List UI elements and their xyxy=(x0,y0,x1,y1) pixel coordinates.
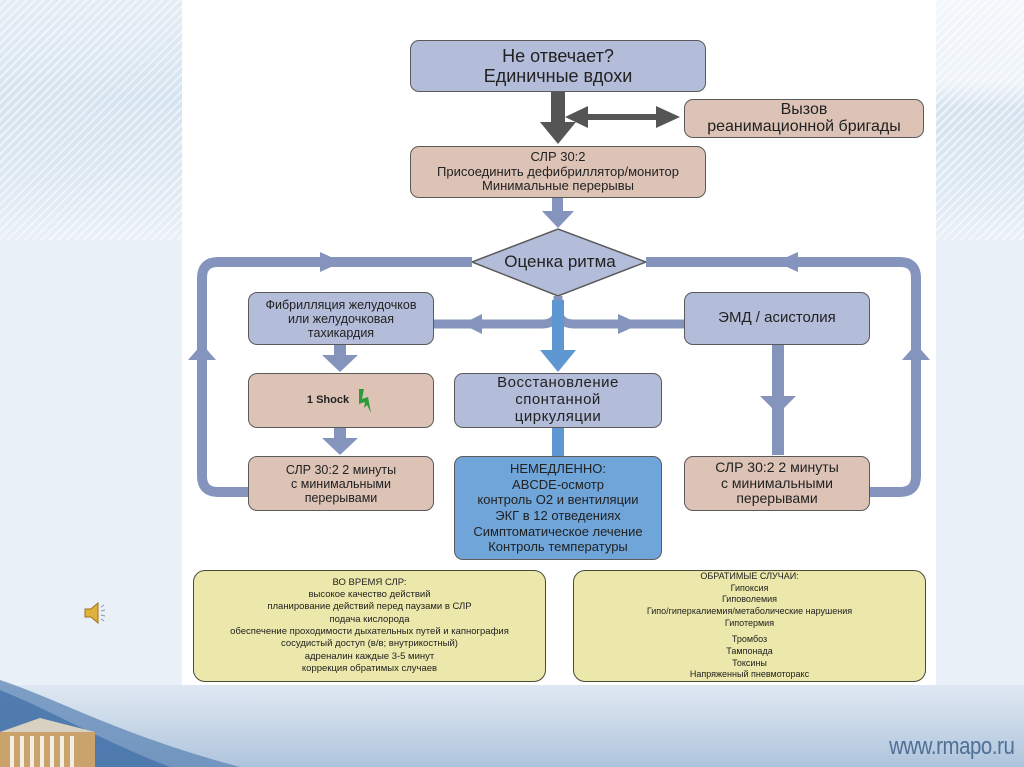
box-unresponsive-line: Единичные вдохи xyxy=(483,66,633,86)
during-cpr-item: коррекция обратимых случаев xyxy=(301,663,438,675)
reversible-cause-item: Тампонада xyxy=(726,645,773,656)
box-cpr-line: Присоединить дефибриллятор/монитор xyxy=(437,163,679,179)
box-immediately: НЕМЕДЛЕННО: ABCDE-осмотр контроль О2 и в… xyxy=(454,456,662,560)
reversible-cause-item: Тромбоз xyxy=(731,634,768,645)
box-pea-line: ЭМД / асистолия xyxy=(718,309,836,327)
during-cpr-item: подача кислорода xyxy=(329,613,410,625)
box-vf-line: или желудочковая xyxy=(287,311,395,326)
box-cpr-2min-right: СЛР 30:2 2 минуты с минимальными перерыв… xyxy=(684,456,870,511)
loop-left xyxy=(197,257,472,497)
box-vf-line: Фибрилляция желудочков xyxy=(265,297,417,312)
box-immediately-line: контроль О2 и вентиляции xyxy=(477,492,639,508)
arrow-start-to-cpr xyxy=(540,92,576,144)
reversible-cause-item: Гипотермия xyxy=(724,617,775,628)
reversible-cause-item: Токсины xyxy=(732,657,767,668)
box-rosc-line: циркуляции xyxy=(514,407,602,425)
reversible-cause-item: Гипо/гиперкалиемия/метаболические наруше… xyxy=(646,606,853,617)
arrow-shock-to-cpr xyxy=(322,428,358,455)
box-cpr-left-line: перерывами xyxy=(304,490,378,505)
reversible-cause-item: Гипоксия xyxy=(730,582,769,593)
background-building-left xyxy=(0,0,182,240)
during-cpr-item: планирование действий перед паузами в СЛ… xyxy=(267,601,472,613)
background-building-right xyxy=(936,0,1024,240)
loop-right-arrow-left xyxy=(776,252,798,272)
branch-to-vf-arrow xyxy=(462,314,482,334)
box-cpr-left-line: с минимальными xyxy=(291,476,391,491)
arrow-vf-to-shock xyxy=(322,345,358,372)
arrow-pea-to-cpr xyxy=(760,345,796,455)
flow-connectors xyxy=(188,92,930,497)
box-shock: 1 Shock xyxy=(248,373,434,428)
box-cpr-right-line: перерывами xyxy=(736,490,818,507)
branch-to-vf xyxy=(434,296,563,329)
footer-building-image xyxy=(0,680,240,767)
box-rosc: Восстановление спонтанной циркуляции xyxy=(454,373,662,428)
during-cpr-item: обеспечение проходимости дыхательных пут… xyxy=(230,626,509,637)
during-cpr-item: адреналин каждые 3-5 минут xyxy=(304,650,435,662)
box-immediately-line: НЕМЕДЛЕННО: xyxy=(509,461,607,477)
reversible-cause-item: Гиповолемия xyxy=(721,594,778,605)
box-reversible-causes: ОБРАТИМЫЕ СЛУЧАИ: Гипоксия Гиповолемия Г… xyxy=(573,570,926,682)
box-unresponsive-line: Не отвечает? xyxy=(502,45,614,66)
rhythm-assessment-label: Оценка ритма xyxy=(504,252,616,271)
lightning-bolt-icon xyxy=(359,388,372,413)
box-during-cpr: ВО ВРЕМЯ СЛР: высокое качество действий … xyxy=(193,570,546,682)
box-immediately-line: Симптоматическое лечение xyxy=(473,523,643,539)
loop-right xyxy=(646,257,921,497)
box-rosc-line: спонтанной xyxy=(515,391,601,409)
during-cpr-item: сосудистый доступ (в/в; внутрикостный) xyxy=(281,638,458,650)
box-pea-asystole: ЭМД / асистолия xyxy=(684,292,870,345)
arrow-cpr-to-rhythm xyxy=(542,198,574,228)
box-call-team-line: реанимационной бригады xyxy=(707,117,901,135)
box-call-team: Вызов реанимационной бригады xyxy=(684,99,924,138)
box-cpr-line: Минимальные перерывы xyxy=(482,178,634,194)
connector-rosc-to-immediate xyxy=(552,428,564,456)
loop-left-arrow-up xyxy=(188,344,216,360)
loop-left-arrow-right xyxy=(320,252,342,272)
box-call-team-line: Вызов xyxy=(780,100,828,118)
box-immediately-line: ЭКГ в 12 отведениях xyxy=(495,508,621,523)
reversible-cause-item: Напряженный пневмоторакс xyxy=(689,669,810,680)
during-cpr-title: ВО ВРЕМЯ СЛР: xyxy=(332,576,407,588)
site-url: www.rmapo.ru xyxy=(888,733,1015,760)
box-immediately-line: Контроль температуры xyxy=(488,539,628,555)
loop-right-arrow-up xyxy=(902,344,930,360)
box-cpr-right-line: СЛР 30:2 2 минуты xyxy=(715,458,839,475)
branch-to-rosc xyxy=(540,300,576,372)
box-cpr-left-line: СЛР 30:2 2 минуты xyxy=(285,462,397,477)
shock-label: 1 Shock xyxy=(306,394,350,407)
box-cpr-right-line: с минимальными xyxy=(721,474,833,491)
speaker-icon[interactable] xyxy=(82,600,110,626)
box-rosc-line: Восстановление xyxy=(497,374,619,392)
reversible-causes-title: ОБРАТИМЫЕ СЛУЧАИ: xyxy=(700,571,799,581)
box-vf-line: тахикардия xyxy=(307,325,375,340)
box-vf-vt: Фибрилляция желудочков или желудочковая … xyxy=(248,292,434,345)
slide-canvas: Не отвечает? Единичные вдохи Вызов реани… xyxy=(182,0,936,685)
box-unresponsive: Не отвечает? Единичные вдохи xyxy=(410,40,706,92)
box-immediately-line: ABCDE-осмотр xyxy=(512,476,604,492)
box-cpr-2min-left: СЛР 30:2 2 минуты с минимальными перерыв… xyxy=(248,456,434,511)
box-cpr-line: СЛР 30:2 xyxy=(530,149,586,165)
during-cpr-item: высокое качество действий xyxy=(308,588,431,600)
branch-to-pea-arrow xyxy=(618,314,640,334)
arrow-call-team-bidirectional xyxy=(565,106,680,128)
box-cpr-initial: СЛР 30:2 Присоединить дефибриллятор/мони… xyxy=(410,146,706,198)
